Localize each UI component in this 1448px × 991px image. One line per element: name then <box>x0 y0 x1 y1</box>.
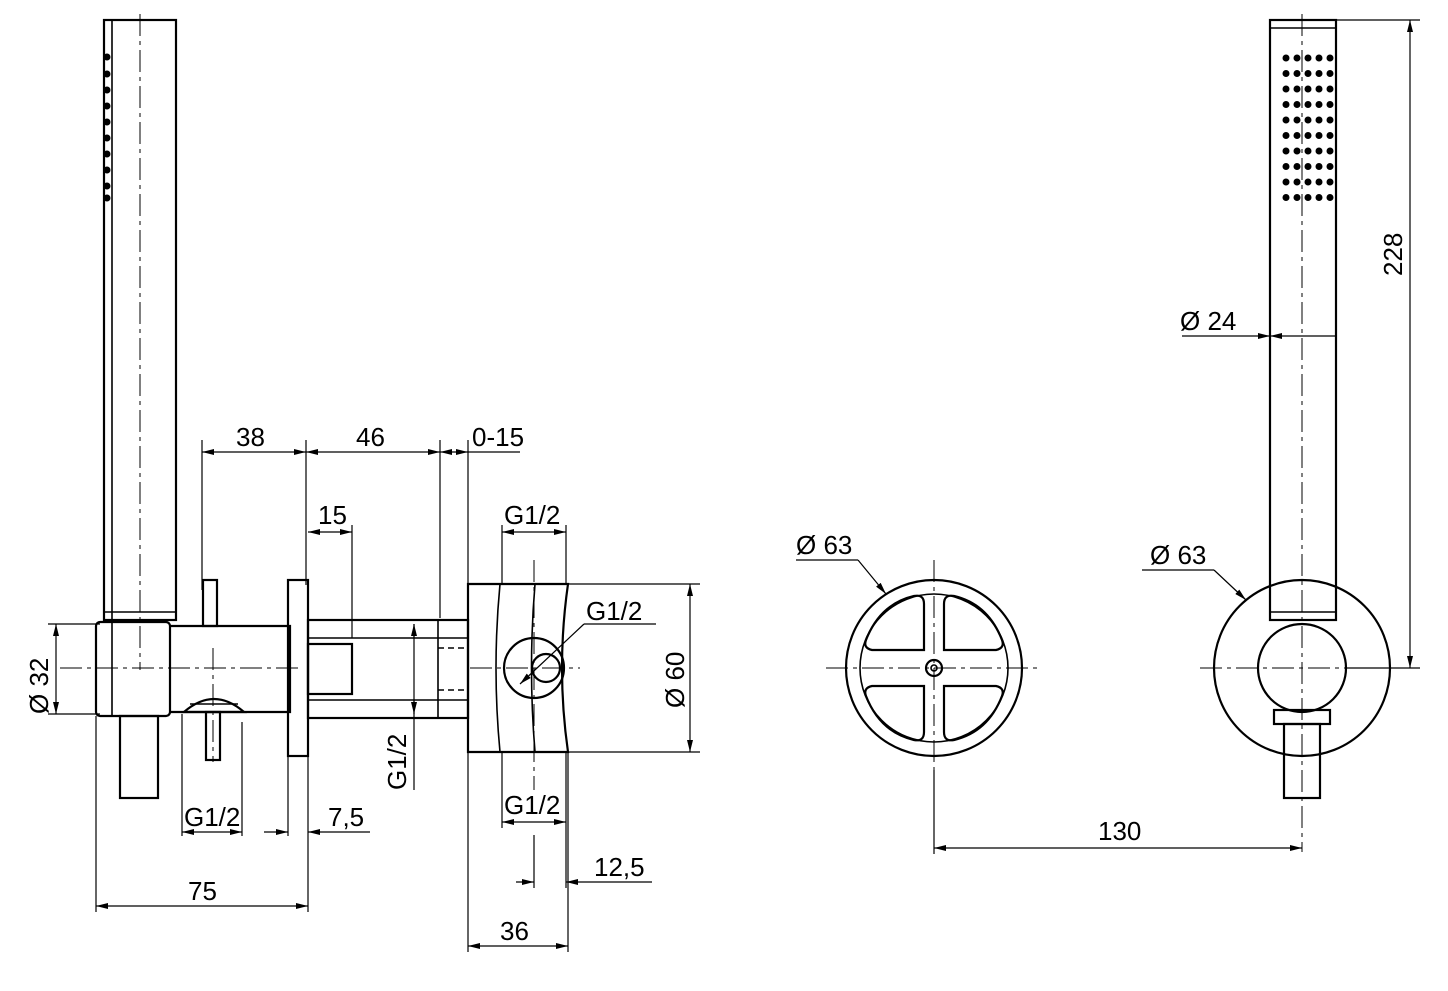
nozzle-dot <box>1282 70 1290 77</box>
nozzle-dot <box>1282 54 1290 62</box>
nozzle-dot <box>1315 194 1323 201</box>
dim-g12-side: G1/2 <box>586 596 642 626</box>
dim-130-group: 130 <box>933 770 1302 854</box>
side-view: 38 46 0-15 15 G1/2 G1/2 G1/2 G1/2 12,5 <box>24 14 700 952</box>
nozzle-dots-side <box>103 53 111 202</box>
concealed-body <box>306 618 470 720</box>
nozzle-dot <box>1326 178 1334 186</box>
shower-front-view: Ø 24 Ø 63 228 <box>1142 14 1420 852</box>
nozzle-dot <box>1282 147 1290 155</box>
nozzle-dot <box>1315 163 1323 170</box>
nozzle-dot <box>1304 85 1312 93</box>
dim-d32: Ø 32 <box>24 658 54 714</box>
nozzle-dot <box>1304 70 1312 77</box>
nozzle-dot <box>1315 70 1323 77</box>
nozzle-dot <box>1293 101 1301 108</box>
hand-shower-side <box>102 14 178 670</box>
dim-g12-vertical: G1/2 <box>382 734 412 790</box>
dim-75: 75 <box>188 876 217 906</box>
nozzle-dot <box>1293 85 1301 93</box>
dim-g12-bottom: G1/2 <box>504 790 560 820</box>
nozzle-dot <box>1282 101 1290 108</box>
nozzle-dot <box>1326 132 1334 139</box>
dim-7-5: 7,5 <box>328 802 364 832</box>
nozzle-dot <box>1315 85 1323 93</box>
dim-d63-shower: Ø 63 <box>1150 540 1206 570</box>
nozzle-dot <box>1326 116 1334 124</box>
nozzle-dot <box>1282 85 1290 93</box>
nozzle-dot <box>1326 70 1334 77</box>
nozzle-dot <box>1293 116 1301 124</box>
dim-g12-left: G1/2 <box>184 802 240 832</box>
nozzle-dot <box>1326 85 1334 93</box>
handle-spokes <box>864 594 1004 742</box>
nozzle-dot <box>1315 101 1323 108</box>
nozzle-dot <box>1304 163 1312 170</box>
nozzle-dot <box>1304 116 1312 124</box>
nozzle-dot <box>1304 101 1312 108</box>
nozzle-dot <box>1293 147 1301 155</box>
nozzle-dot <box>1304 178 1312 186</box>
nozzle-dot <box>1326 163 1334 170</box>
nozzle-dot <box>1293 194 1301 201</box>
nozzle-dot <box>1293 54 1301 62</box>
dim-38: 38 <box>236 422 265 452</box>
dim-15: 15 <box>318 500 347 530</box>
wall-outlet-side <box>60 578 310 800</box>
nozzle-dot <box>1326 194 1334 201</box>
dim-g12-top: G1/2 <box>504 500 560 530</box>
nozzle-dot <box>1304 194 1312 201</box>
nozzle-dot <box>1315 116 1323 124</box>
nozzle-dots-front <box>1282 54 1334 201</box>
dim-46: 46 <box>356 422 385 452</box>
dim-228: 228 <box>1378 233 1408 276</box>
dim-d24: Ø 24 <box>1180 306 1236 336</box>
nozzle-dot <box>1282 194 1290 201</box>
dim-d63-mixer: Ø 63 <box>796 530 852 560</box>
nozzle-dot <box>1282 132 1290 139</box>
nozzle-dot <box>1326 54 1334 62</box>
dim-12-5: 12,5 <box>594 852 645 882</box>
nozzle-dot <box>1304 132 1312 139</box>
nozzle-dot <box>1293 70 1301 77</box>
nozzle-dot <box>1282 163 1290 170</box>
nozzle-dot <box>1326 147 1334 155</box>
nozzle-dot <box>1304 147 1312 155</box>
nozzle-dot <box>1282 116 1290 124</box>
dim-0-15: 0-15 <box>472 422 524 452</box>
mixer-side <box>466 560 580 790</box>
nozzle-dot <box>1315 54 1323 62</box>
nozzle-dot <box>1315 147 1323 155</box>
nozzle-dot <box>1282 178 1290 186</box>
nozzle-dot <box>1293 163 1301 170</box>
dim-d60: Ø 60 <box>660 652 690 708</box>
mixer-front-view: Ø 63 <box>796 530 1042 780</box>
nozzle-dot <box>1315 132 1323 139</box>
dim-36: 36 <box>500 916 529 946</box>
nozzle-dot <box>1304 54 1312 62</box>
nozzle-dot <box>1293 178 1301 186</box>
nozzle-dot <box>1326 101 1334 108</box>
nozzle-dot <box>1315 178 1323 186</box>
dim-130: 130 <box>1098 816 1141 846</box>
nozzle-dot <box>1293 132 1301 139</box>
